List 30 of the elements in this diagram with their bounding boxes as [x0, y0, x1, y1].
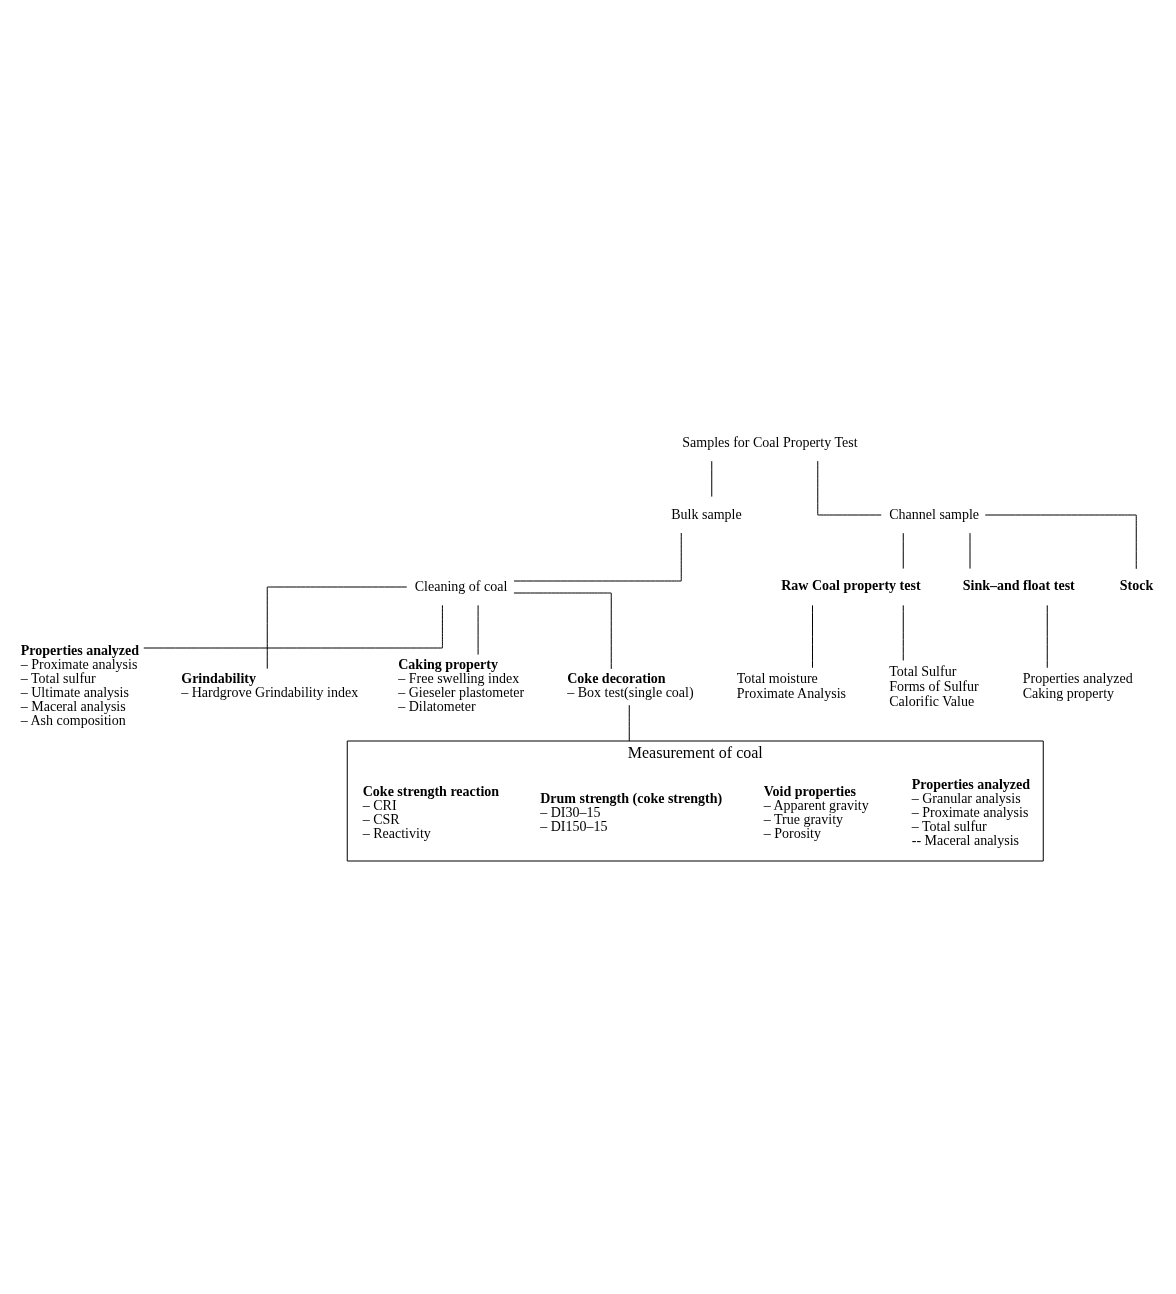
connector	[812, 604, 813, 669]
node-text: Stock	[1119, 577, 1154, 593]
node-text: Properties analyzed Caking property	[1022, 671, 1133, 702]
node-text: Drum strength (coke strength) – DI30–15 – DI150–15	[540, 791, 723, 835]
connector	[902, 532, 904, 570]
node-text: Caking property – Free swelling index – Gieseler plastometer – Dilatometer	[398, 657, 525, 715]
node-text: Samples for Coal Property Test	[682, 434, 858, 450]
node-text: Channel sample	[889, 506, 980, 522]
node-text: Sink–and float test	[962, 577, 1075, 593]
node-text: Raw Coal property test	[781, 577, 921, 593]
node-text: Total Sulfur Forms of Sulfur Calorific Value	[889, 663, 979, 709]
connector	[817, 460, 882, 516]
node-text: Coke strength reaction – CRI – CSR – Reactivity	[362, 784, 500, 842]
connector	[1046, 604, 1048, 669]
node-text: Coke decoration – Box test(single coal)	[567, 671, 694, 701]
connector	[902, 604, 904, 661]
connector	[266, 586, 408, 670]
node-text: Bulk sample	[671, 506, 742, 522]
connector	[711, 460, 713, 498]
node-text: Cleaning of coal	[414, 578, 508, 594]
connector	[984, 514, 1137, 570]
node-text: Properties analyzed – Proximate analysis – Total sulfur – Ultimate analysis – Maceral analysis – Ash composition	[20, 643, 140, 729]
node-text: Total moisture Proximate Analysis	[736, 671, 847, 702]
node-text: Void properties – Apparent gravity – True gravity – Porosity	[763, 784, 869, 842]
connector	[143, 604, 443, 649]
node-text: Properties analyzed – Granular analysis – Proximate analysis – Total sulfur -- Maceral analysis	[911, 777, 1031, 849]
node-text: Grindability – Hardgrove Grindability index	[181, 671, 359, 701]
connector	[513, 592, 612, 670]
connector	[628, 704, 630, 742]
connector	[513, 532, 682, 582]
